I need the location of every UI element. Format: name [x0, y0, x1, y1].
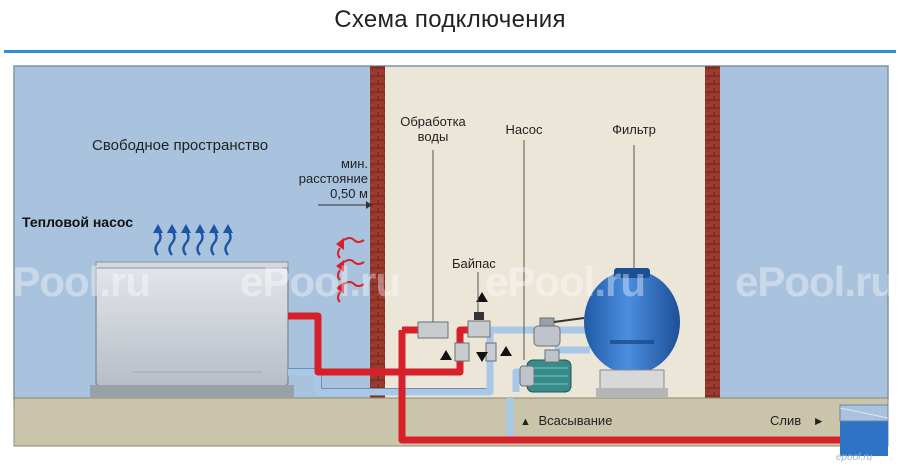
page-title: Схема подключения: [334, 6, 566, 33]
watermark-center-left: ePool.ru: [240, 258, 401, 305]
heat-pump-unit: [90, 261, 294, 397]
watermark-right: ePool.ru: [735, 258, 896, 305]
pump-unit: [519, 349, 572, 393]
watermark-center-right: ePool.ru: [485, 258, 646, 305]
brick-wall-right: [705, 66, 720, 400]
bypass-label: Байпас: [452, 256, 496, 271]
exhaust-waves-icon: [337, 237, 365, 303]
drain-arrow-icon: ►: [812, 414, 825, 428]
suction-label: ▲ Всасывание: [520, 413, 613, 428]
filter-label: Фильтр: [612, 122, 656, 137]
min-distance-label: мин. расстояние 0,50 м: [298, 156, 368, 201]
pump-label: Насос: [505, 122, 543, 137]
watermark-left: ePool.ru: [0, 258, 151, 305]
hot-pipes: [288, 312, 840, 444]
pool-water: [840, 420, 888, 456]
water-treatment-device: [417, 321, 449, 339]
drain-label: Слив ►: [770, 413, 825, 428]
heat-waves-icon: [154, 230, 232, 256]
multiport-valve: [533, 317, 585, 347]
brick-wall-left: [370, 66, 385, 400]
suction-arrow-icon: ▲: [520, 416, 531, 428]
water-treatment-label: Обработка воды: [400, 114, 466, 144]
bypass-valves: [440, 292, 512, 362]
sand-filter: [584, 268, 680, 398]
pool-area: [720, 66, 888, 400]
free-space-label: Свободное пространство: [92, 137, 269, 154]
heat-pump-label: Тепловой насос: [22, 214, 134, 230]
watermark-small: epool.ru: [836, 452, 873, 463]
title-underline: [4, 50, 896, 53]
